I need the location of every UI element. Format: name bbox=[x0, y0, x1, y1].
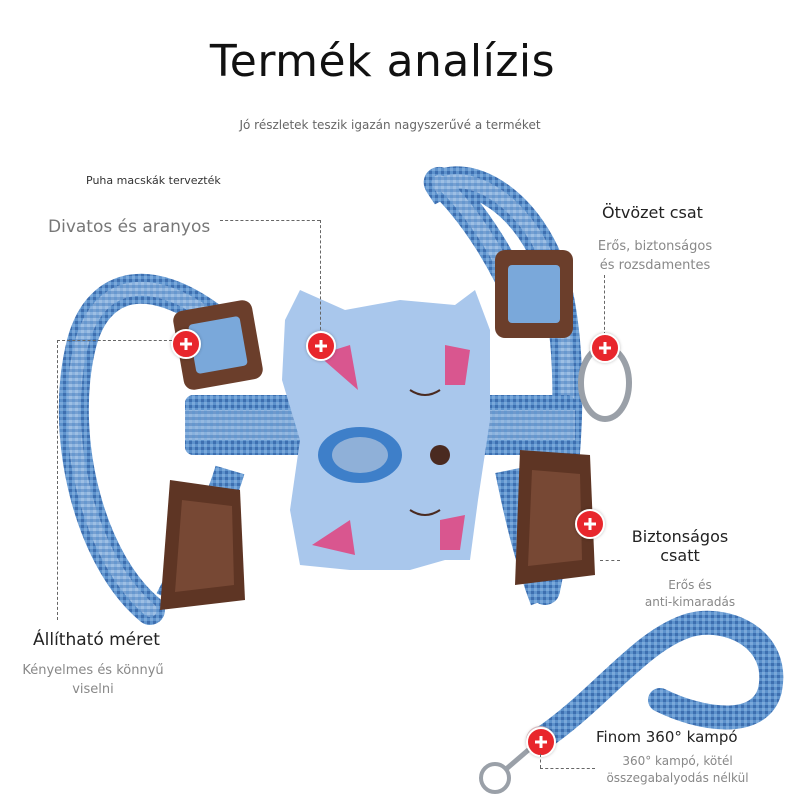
adjust-desc-line2: viselni bbox=[72, 682, 114, 697]
hook-icon bbox=[479, 762, 511, 794]
safety-leader-line bbox=[600, 560, 620, 561]
safety-desc-line2: anti-kimaradás bbox=[644, 595, 736, 609]
safety-heading: Biztonságos csatt bbox=[630, 527, 730, 565]
adjust-heading: Állítható méret bbox=[33, 630, 160, 650]
design-small-label: Puha macskák tervezték bbox=[86, 174, 221, 187]
design-leader-line-vertical bbox=[320, 220, 321, 335]
buckle-desc: Erős, biztonságos és rozsdamentes bbox=[585, 237, 725, 275]
safety-heading-line2: csatt bbox=[660, 546, 700, 565]
hook-desc: 360° kampó, kötél összegabalyodás nélkül bbox=[600, 753, 755, 787]
hook-desc-line1: 360° kampó, kötél bbox=[622, 754, 733, 768]
adjust-leader-line bbox=[57, 340, 172, 341]
design-leader-line bbox=[220, 220, 320, 221]
hook-marker-icon[interactable] bbox=[526, 727, 556, 757]
buckle-desc-line2: és rozsdamentes bbox=[599, 258, 711, 273]
design-heading: Divatos és aranyos bbox=[48, 217, 211, 237]
buckle-leader-line bbox=[604, 275, 605, 335]
left-release-buckle-icon bbox=[160, 480, 245, 610]
hook-desc-line2: összegabalyodás nélkül bbox=[606, 771, 749, 785]
design-marker-icon[interactable] bbox=[306, 331, 336, 361]
hook-heading: Finom 360° kampó bbox=[596, 728, 738, 746]
hook-leader-line bbox=[540, 754, 541, 768]
safety-desc-line1: Erős és bbox=[668, 578, 712, 592]
safety-heading-line1: Biztonságos bbox=[631, 527, 729, 546]
adjust-marker-icon[interactable] bbox=[171, 329, 201, 359]
safety-desc: Erős és anti-kimaradás bbox=[630, 577, 750, 611]
buckle-marker-icon[interactable] bbox=[590, 333, 620, 363]
buckle-desc-line1: Erős, biztonságos bbox=[597, 239, 713, 254]
right-slider-buckle-icon bbox=[495, 250, 573, 338]
adjust-desc: Kényelmes és könnyű viselni bbox=[18, 661, 168, 699]
buckle-heading: Ötvözet csat bbox=[602, 203, 703, 222]
page-subtitle: Jó részletek teszik igazán nagyszerűvé a… bbox=[239, 118, 541, 132]
hook-leader-line-horizontal bbox=[540, 768, 595, 769]
right-release-buckle-icon bbox=[515, 450, 595, 585]
page-title: Termék analízis bbox=[209, 36, 556, 87]
adjust-desc-line1: Kényelmes és könnyű bbox=[22, 663, 164, 678]
safety-marker-icon[interactable] bbox=[575, 509, 605, 539]
leash bbox=[528, 610, 784, 752]
plush-cat-icon bbox=[282, 290, 490, 570]
left-slider-buckle-icon bbox=[173, 300, 263, 390]
adjust-leader-line-vertical bbox=[57, 340, 58, 620]
